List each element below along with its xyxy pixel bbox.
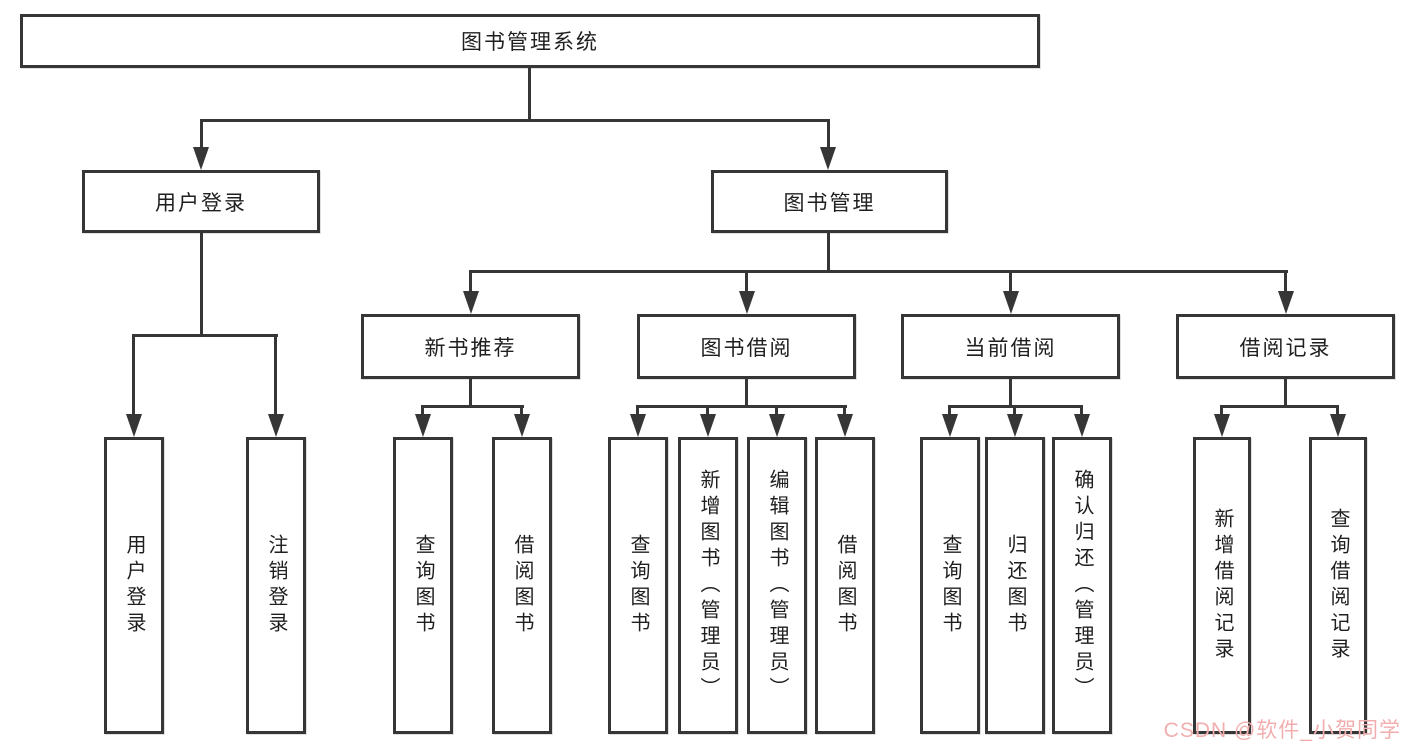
connector-stem xyxy=(1009,379,1012,406)
leaf-add-borrow-record: 新增借阅记录 xyxy=(1193,437,1251,734)
connector-root-stem xyxy=(528,68,531,120)
node-borrowing-records-label: 借阅记录 xyxy=(1239,336,1332,360)
leaf-borrow-books: 借阅图书 xyxy=(815,437,875,734)
leaf-user-login: 用户登录 xyxy=(104,437,164,734)
leaf-query-books-current: 查询图书 xyxy=(920,437,980,734)
connector-drop-leaf xyxy=(775,405,778,415)
connector-span xyxy=(1220,405,1339,408)
connector-drop-leaf xyxy=(948,405,951,415)
connector-drop-l3 xyxy=(469,270,472,293)
leaf-logout-login-label: 注销登录 xyxy=(265,533,287,638)
connector-drop-leaf xyxy=(520,405,523,415)
connector-book-mgmt-stem xyxy=(827,233,830,273)
connector-drop-leaf xyxy=(636,405,639,415)
arrow-down-icon xyxy=(1007,414,1023,437)
arrow-down-icon xyxy=(1214,414,1230,437)
leaf-borrow-books-recommend-label: 借阅图书 xyxy=(511,533,533,638)
connector-drop-leaf xyxy=(132,334,135,415)
connector-root-span xyxy=(200,119,830,122)
node-new-book-recommend-label: 新书推荐 xyxy=(424,336,517,360)
connector-span xyxy=(636,405,847,408)
arrow-down-icon xyxy=(514,414,530,437)
connector-drop-user-login xyxy=(200,119,203,149)
node-current-borrowing-label: 当前借阅 xyxy=(964,336,1057,360)
leaf-edit-books-admin: 编辑图书（管理员） xyxy=(747,437,807,734)
connector-drop-leaf xyxy=(1220,405,1223,415)
node-library-system: 图书管理系统 xyxy=(20,14,1040,68)
leaf-add-books-admin: 新增图书（管理员） xyxy=(678,437,738,734)
leaf-query-books-recommend-label: 查询图书 xyxy=(412,533,434,638)
connector-book-mgmt-span xyxy=(469,270,1288,273)
watermark-text: CSDN @软件_小贺同学 xyxy=(1163,719,1401,742)
watermark: CSDN @软件_小贺同学 xyxy=(1164,714,1401,744)
connector-user-login-stem xyxy=(200,233,203,335)
arrow-down-icon xyxy=(942,414,958,437)
arrow-down-icon xyxy=(820,147,836,170)
connector-drop-leaf xyxy=(1336,405,1339,415)
leaf-query-books-borrowing-label: 查询图书 xyxy=(627,533,649,638)
node-user-login: 用户登录 xyxy=(82,170,320,233)
leaf-user-login-label: 用户登录 xyxy=(123,533,145,638)
arrow-down-icon xyxy=(1278,291,1294,314)
arrow-down-icon xyxy=(126,414,142,437)
connector-stem xyxy=(469,379,472,406)
connector-drop-l3 xyxy=(1009,270,1012,293)
connector-drop-l3 xyxy=(1284,270,1287,293)
node-user-login-label: 用户登录 xyxy=(155,191,247,215)
arrow-down-icon xyxy=(1074,414,1090,437)
leaf-edit-books-admin-label: 编辑图书（管理员） xyxy=(766,468,788,703)
arrow-down-icon xyxy=(769,414,785,437)
leaf-return-books: 归还图书 xyxy=(985,437,1045,734)
node-book-borrowing: 图书借阅 xyxy=(637,314,856,379)
node-new-book-recommend: 新书推荐 xyxy=(361,314,580,379)
leaf-borrow-books-label: 借阅图书 xyxy=(834,533,856,638)
leaf-query-books-borrowing: 查询图书 xyxy=(608,437,668,734)
leaf-query-books-recommend: 查询图书 xyxy=(393,437,453,734)
node-book-borrowing-label: 图书借阅 xyxy=(700,336,793,360)
connector-drop-leaf xyxy=(1080,405,1083,415)
arrow-down-icon xyxy=(268,414,284,437)
leaf-add-books-admin-label: 新增图书（管理员） xyxy=(697,468,719,703)
leaf-logout-login: 注销登录 xyxy=(246,437,306,734)
leaf-query-borrow-record: 查询借阅记录 xyxy=(1309,437,1367,734)
leaf-add-borrow-record-label: 新增借阅记录 xyxy=(1211,507,1233,664)
connector-drop-leaf xyxy=(843,405,846,415)
arrow-down-icon xyxy=(1003,291,1019,314)
node-book-management: 图书管理 xyxy=(711,170,948,233)
node-library-system-label: 图书管理系统 xyxy=(461,31,599,54)
node-current-borrowing: 当前借阅 xyxy=(901,314,1120,379)
arrow-down-icon xyxy=(630,414,646,437)
connector-drop-leaf xyxy=(421,405,424,415)
connector-drop-leaf xyxy=(274,334,277,415)
node-borrowing-records: 借阅记录 xyxy=(1176,314,1395,379)
connector-user-login-span xyxy=(132,334,278,337)
arrow-down-icon xyxy=(463,291,479,314)
leaf-confirm-return-admin: 确认归还（管理员） xyxy=(1052,437,1112,734)
arrow-down-icon xyxy=(739,291,755,314)
connector-stem xyxy=(745,379,748,406)
arrow-down-icon xyxy=(1330,414,1346,437)
leaf-query-books-current-label: 查询图书 xyxy=(939,533,961,638)
connector-drop-book-mgmt xyxy=(827,119,830,149)
arrow-down-icon xyxy=(193,147,209,170)
leaf-confirm-return-admin-label: 确认归还（管理员） xyxy=(1071,468,1093,703)
arrow-down-icon xyxy=(837,414,853,437)
leaf-borrow-books-recommend: 借阅图书 xyxy=(492,437,552,734)
arrow-down-icon xyxy=(700,414,716,437)
leaf-return-books-label: 归还图书 xyxy=(1004,533,1026,638)
connector-drop-leaf xyxy=(706,405,709,415)
leaf-query-borrow-record-label: 查询借阅记录 xyxy=(1327,507,1349,664)
connector-stem xyxy=(1284,379,1287,406)
connector-span xyxy=(421,405,524,408)
connector-drop-leaf xyxy=(1013,405,1016,415)
node-book-management-label: 图书管理 xyxy=(783,191,876,215)
arrow-down-icon xyxy=(415,414,431,437)
connector-drop-l3 xyxy=(745,270,748,293)
